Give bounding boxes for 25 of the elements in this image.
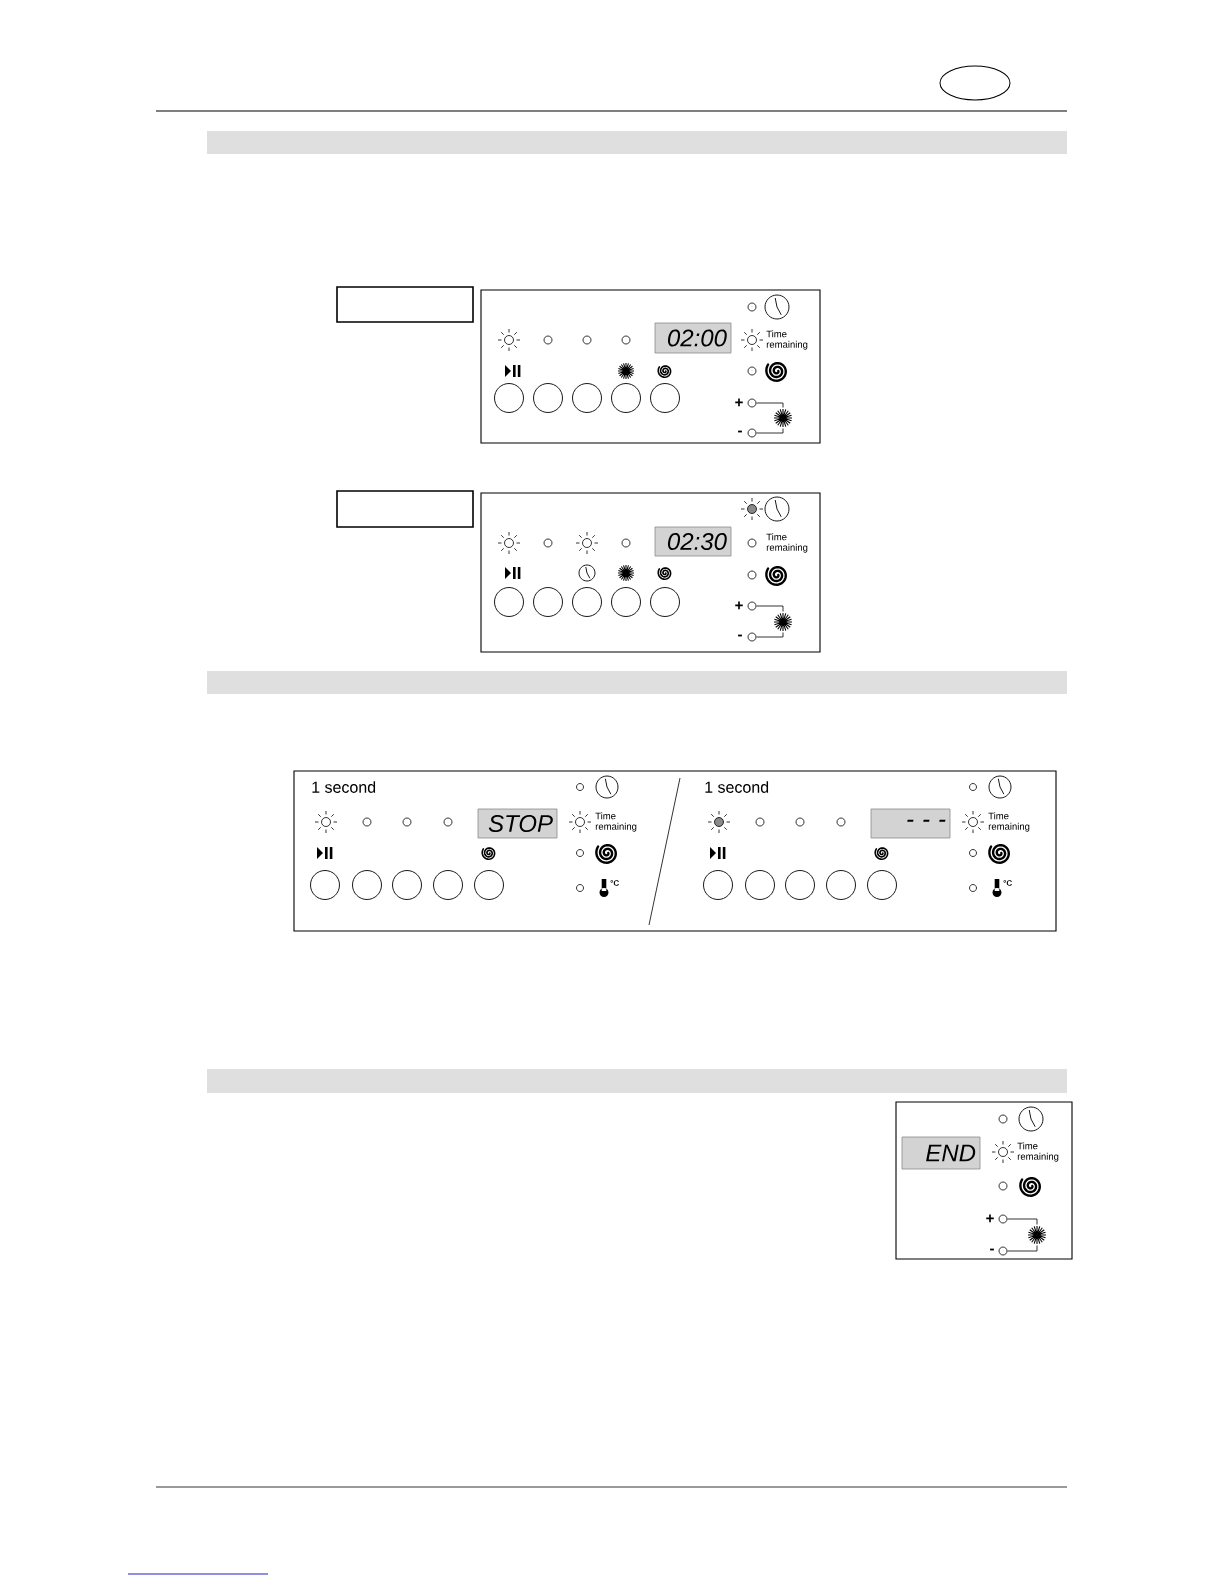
duration-label: 1 second <box>312 781 376 793</box>
display-screen: - - - <box>870 808 951 839</box>
indicator-label: Time remaining <box>766 330 808 350</box>
minus-sign: - <box>738 634 742 637</box>
indicator-label: Time remaining <box>1017 1142 1059 1162</box>
unit-label: °C <box>1003 880 1012 886</box>
label-box <box>336 490 474 528</box>
plus-sign: + <box>986 1214 994 1223</box>
section-band <box>207 1069 1067 1093</box>
plus-sign: + <box>735 601 743 610</box>
display-screen: 02:30 <box>654 526 732 557</box>
minus-sign: - <box>738 430 742 433</box>
section-band <box>207 671 1067 694</box>
plus-sign: + <box>735 398 743 407</box>
duration-label: 1 second <box>705 781 769 793</box>
indicator-label: Time remaining <box>766 533 808 553</box>
minus-sign: - <box>990 1248 994 1251</box>
indicator-label: Time remaining <box>988 812 1030 832</box>
indicator-label: Time remaining <box>595 812 637 832</box>
display-screen: STOP <box>477 808 558 839</box>
display-screen: END <box>901 1136 981 1170</box>
section-band <box>207 131 1067 154</box>
unit-label: °C <box>610 880 619 886</box>
display-screen: 02:00 <box>654 322 732 354</box>
label-box <box>336 286 474 323</box>
